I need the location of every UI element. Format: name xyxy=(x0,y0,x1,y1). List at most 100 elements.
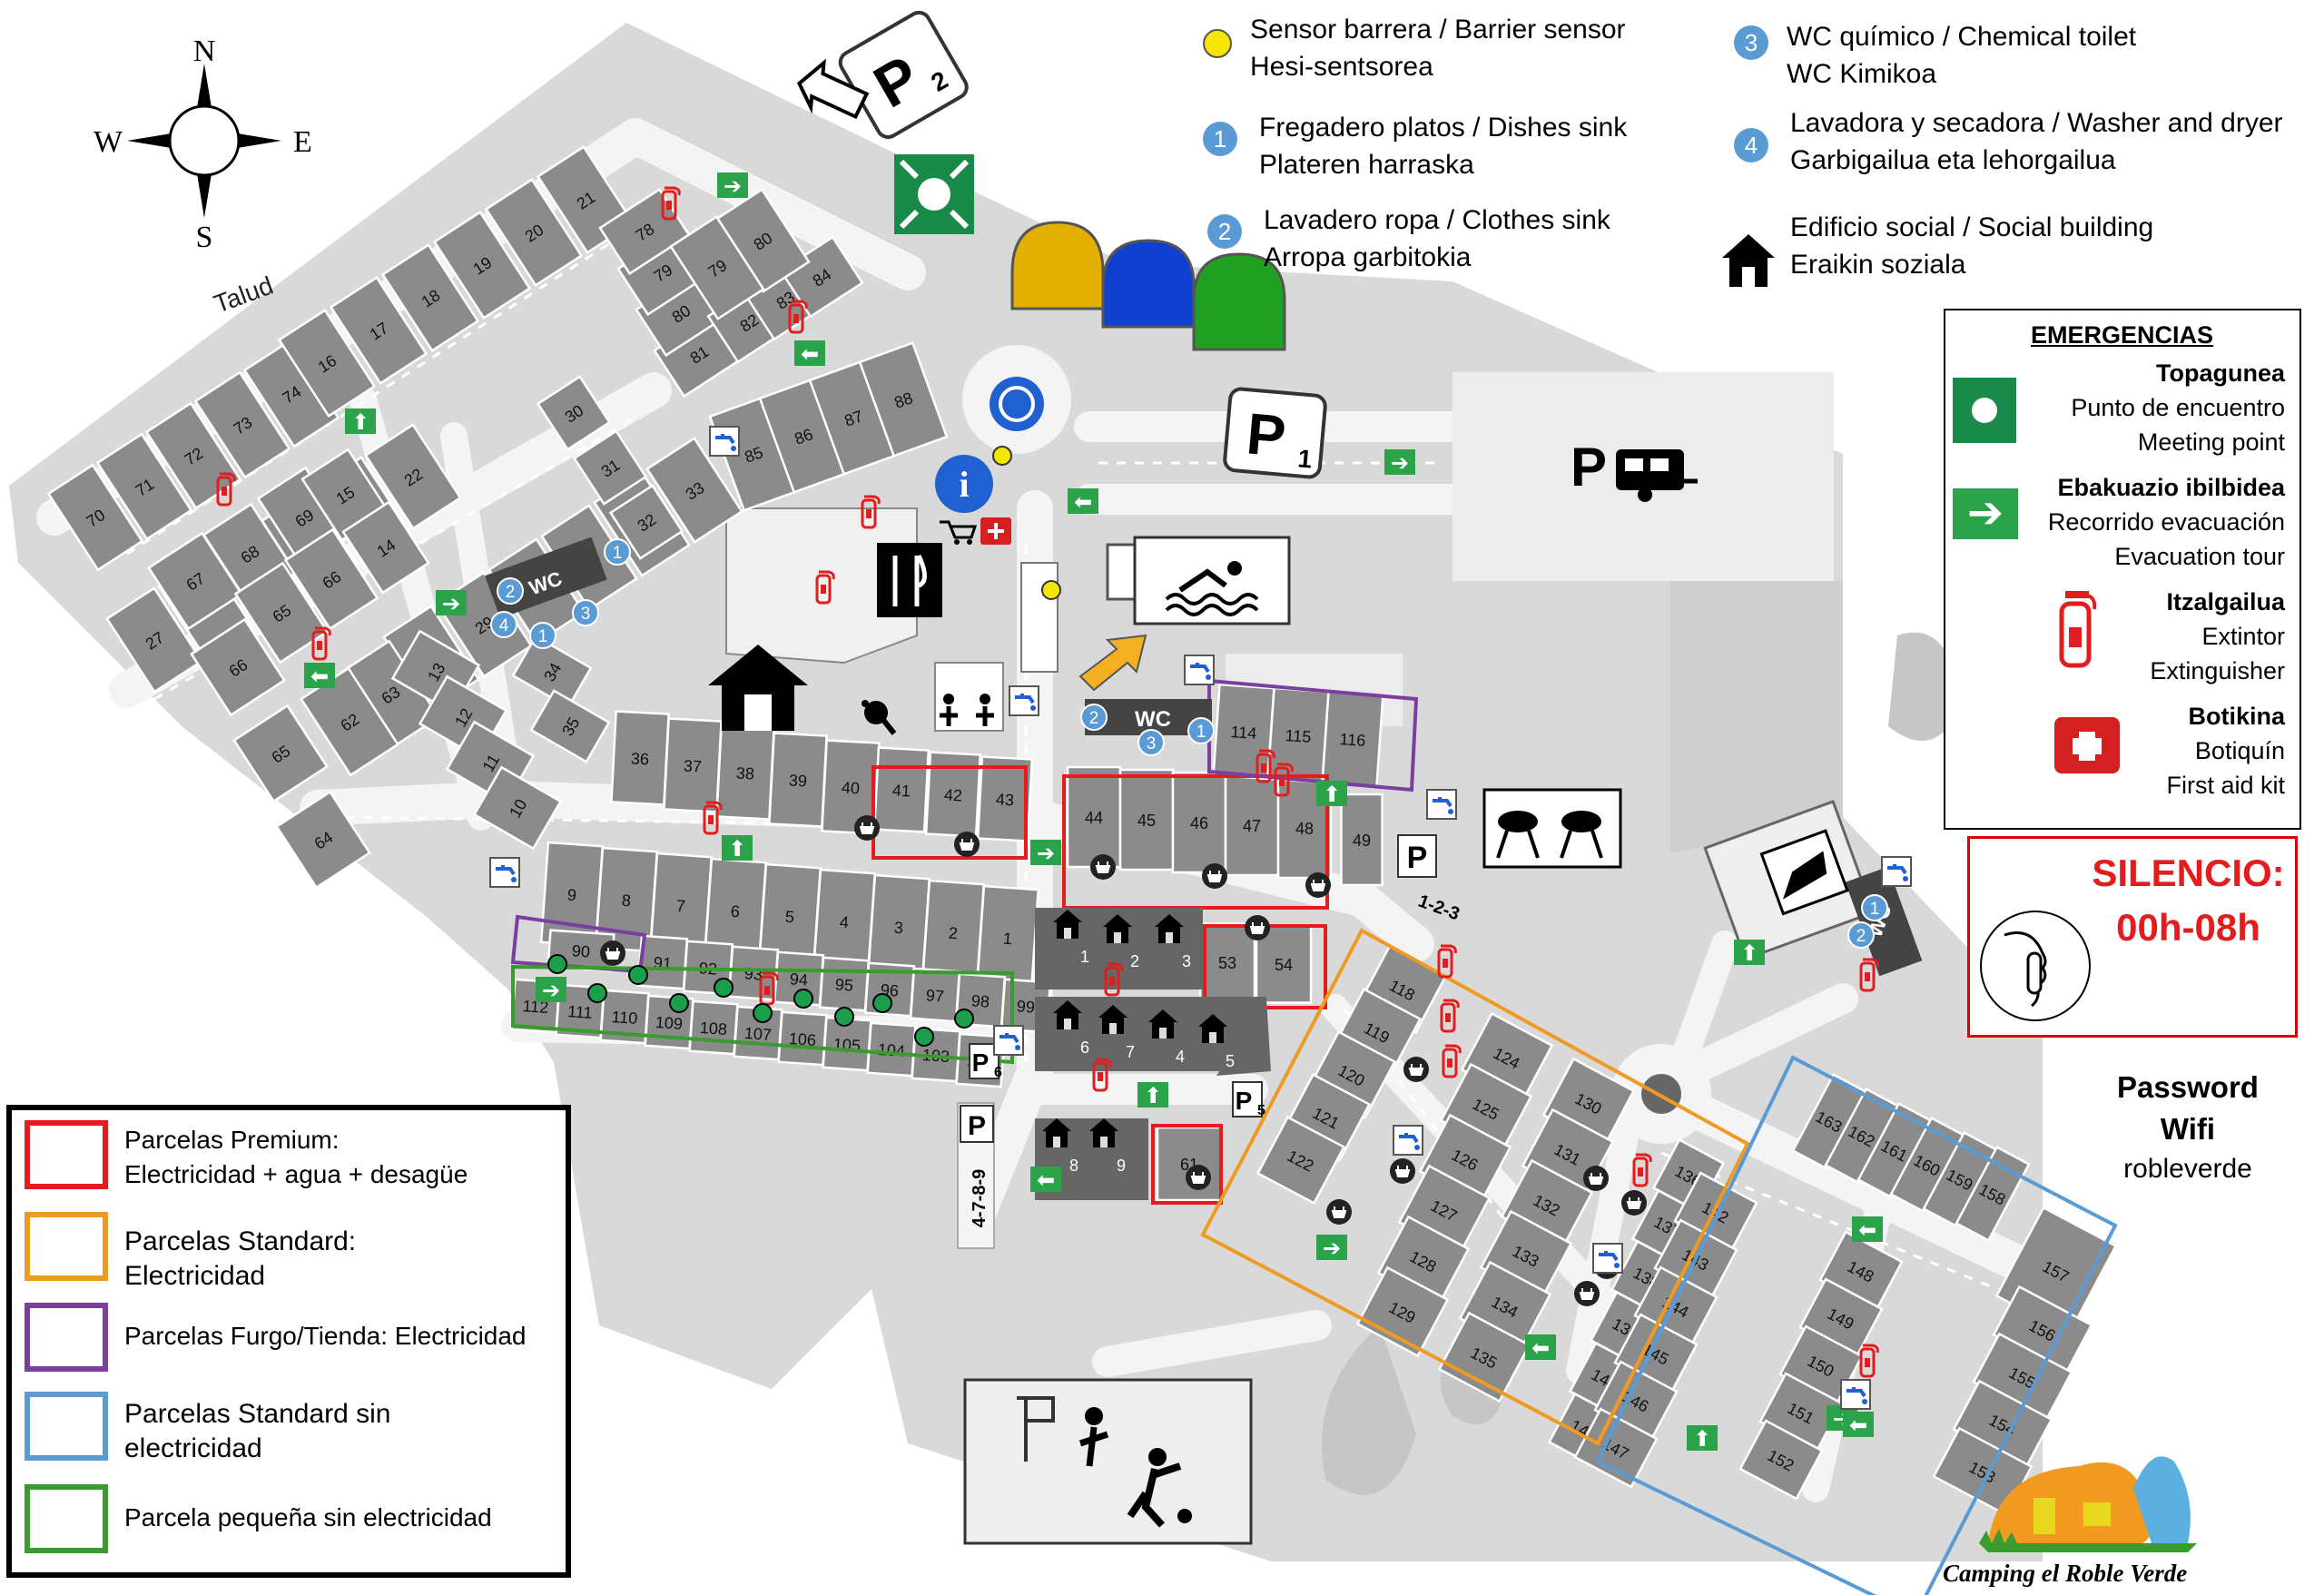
evacuation-arrow-icon: ➔ xyxy=(536,977,566,1003)
svg-text:3: 3 xyxy=(581,605,591,624)
water-tap-icon xyxy=(1393,1125,1423,1156)
plot-number: 107 xyxy=(743,1024,772,1044)
plot-number: 6 xyxy=(730,902,740,921)
category-outlines xyxy=(510,678,2118,1595)
extinguisher-icon xyxy=(1440,999,1460,1033)
plot-shape xyxy=(924,751,982,838)
parking-p2-sign: P 2 xyxy=(838,10,969,140)
small-plot-marker xyxy=(587,983,607,1003)
plot-shape xyxy=(233,561,330,665)
furgo-swatch xyxy=(25,1303,108,1372)
plot-42: 42 xyxy=(924,751,982,838)
plot-number: 1 xyxy=(1002,930,1012,949)
info-icon: i xyxy=(935,455,993,513)
plot-shape xyxy=(472,765,563,851)
clothes-label-1: Lavadero ropa / Clothes sink xyxy=(1264,205,1610,235)
plot-number: 97 xyxy=(925,986,944,1005)
evacuation-arrow-icon: ➔ xyxy=(1384,449,1415,476)
noelec-outline-142-163 xyxy=(1595,1055,2118,1595)
electric-plug-icon xyxy=(1186,1165,1211,1190)
plot-44: 44 xyxy=(1066,765,1122,869)
social-building-map-icon xyxy=(708,645,808,731)
parking-p1-sign: P 1 xyxy=(1223,387,1327,479)
electric-plug-icon xyxy=(1326,1199,1352,1225)
evac-en: Evacuation tour xyxy=(2114,543,2285,570)
evac-eu: Ebakuazio ibilbidea xyxy=(2057,474,2285,501)
small-label: Parcela pequeña sin electricidad xyxy=(124,1501,492,1535)
plot-number: 54 xyxy=(1275,956,1293,974)
plot-122: 122 xyxy=(1256,1115,1346,1206)
plot-66: 66 xyxy=(283,527,379,631)
evacuation-arrow-icon: ⬆ xyxy=(1734,940,1765,966)
plot-shape xyxy=(95,432,193,541)
plot-104: 104 xyxy=(866,1021,917,1078)
premium-label-2: Electricidad + agua + desagüe xyxy=(124,1160,468,1188)
plot-number: 42 xyxy=(943,785,962,804)
plot-number: 37 xyxy=(683,756,702,775)
sports-icons xyxy=(1017,1396,1192,1528)
plot-22: 22 xyxy=(364,423,462,530)
camping-logo xyxy=(1979,1456,2197,1552)
evacuation-arrow-icon: ⬆ xyxy=(1316,781,1347,807)
electric-plug-icon xyxy=(1583,1166,1609,1191)
plot-20: 20 xyxy=(484,177,584,288)
plot-16: 16 xyxy=(277,308,377,418)
extinguisher-icon xyxy=(1442,1044,1462,1078)
cabin-number: 9 xyxy=(1117,1157,1126,1175)
service-number-icon: 2 xyxy=(497,577,524,605)
svg-text:➔: ➔ xyxy=(442,591,460,616)
p4789-label: 4-7-8-9 xyxy=(970,1169,990,1227)
plot-106: 106 xyxy=(777,1010,828,1067)
plot-shape xyxy=(283,527,379,631)
cabin-number: 1 xyxy=(1080,948,1089,966)
plot-116: 116 xyxy=(1321,690,1384,788)
first-aid-map-icon xyxy=(980,517,1011,545)
pool-icon xyxy=(1133,536,1291,625)
plot-number: 41 xyxy=(891,781,911,800)
plot-number: 48 xyxy=(1295,820,1314,838)
extinguisher-icon xyxy=(1256,749,1275,783)
cabin-8: 8 xyxy=(1042,1118,1078,1175)
svg-text:➔: ➔ xyxy=(1391,450,1409,476)
p1-letter: P xyxy=(1244,400,1288,468)
water-tap-icon xyxy=(993,1025,1024,1056)
p5-sub: 5 xyxy=(1257,1103,1265,1118)
electric-plug-icon xyxy=(1202,863,1227,889)
sensor-label-1: Sensor barrera / Barrier sensor xyxy=(1250,15,1626,44)
furgo-label-1: Parcelas Furgo/Tienda: Electricidad xyxy=(124,1322,527,1350)
evacuation-arrow-icon: ⬅ xyxy=(304,663,335,689)
plot-number: 114 xyxy=(1230,723,1257,743)
evacuation-arrow-icon: ⬅ xyxy=(1068,488,1098,515)
emergencias-title: EMERGENCIAS xyxy=(2031,321,2214,349)
extinguisher-icon xyxy=(1437,944,1457,979)
playground-icon xyxy=(934,662,1004,732)
plot-shape xyxy=(1573,1407,1659,1489)
svg-text:1: 1 xyxy=(1196,723,1206,742)
plot-shape xyxy=(432,210,532,320)
cabin-4: 4 xyxy=(1148,1009,1185,1066)
evacuation-arrow-icon: ⬆ xyxy=(345,409,376,435)
svg-text:1: 1 xyxy=(538,627,548,646)
water-tap-icon xyxy=(1881,856,1912,887)
barrier-sensor-icon xyxy=(1041,580,1061,600)
water-tap-icon xyxy=(1009,685,1039,716)
plot-27: 27 xyxy=(105,586,203,694)
plot-65: 65 xyxy=(232,704,329,803)
plot-163: 163 xyxy=(1791,1072,1867,1170)
svg-text:⬅: ⬅ xyxy=(1074,489,1092,515)
plot-162: 162 xyxy=(1824,1087,1900,1185)
plot-39: 39 xyxy=(768,732,828,828)
extinguisher-icon xyxy=(311,626,331,661)
evacuation-arrow-icon: ⬆ xyxy=(1137,1082,1168,1108)
sensor-label-2: Hesi-sentsorea xyxy=(1250,52,1433,82)
plot-64: 64 xyxy=(275,790,371,890)
plot-number: 7 xyxy=(675,897,685,916)
plot-2: 2 xyxy=(921,879,986,986)
plot-shape xyxy=(858,341,949,458)
plot-49: 49 xyxy=(1340,793,1384,887)
extinguisher-icon xyxy=(1274,763,1294,797)
plot-shape xyxy=(380,242,480,353)
plot-shape xyxy=(232,704,329,803)
svg-text:➔: ➔ xyxy=(724,173,742,199)
grey-patch-2 xyxy=(1322,1325,1416,1495)
